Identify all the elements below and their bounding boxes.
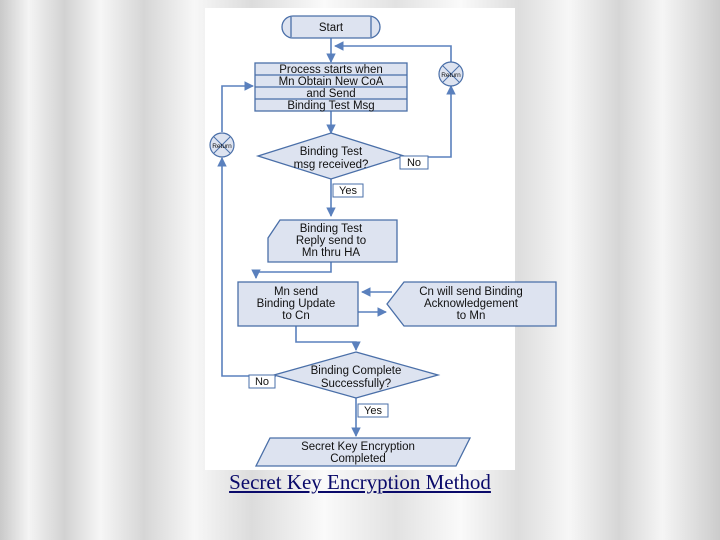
connector-no-return-right — [402, 85, 456, 158]
cn-ack-line-3: to Mn — [457, 310, 486, 322]
return-circle-right: Return — [438, 61, 464, 87]
slide-title: Secret Key Encryption Method — [229, 470, 491, 494]
connector-return-left-process — [221, 81, 254, 132]
mn-send-line-2: Binding Update — [257, 298, 336, 310]
process-start-text: Process starts when Mn Obtain New CoA an… — [279, 64, 384, 112]
cn-ack-line-2: Acknowledgement — [424, 298, 519, 310]
process-start-box — [254, 62, 408, 112]
connector-return-right-process — [334, 41, 452, 62]
connector-mnsend-decision2 — [295, 326, 361, 351]
cn-ack-line-1: Cn will send Binding — [419, 286, 523, 298]
reply-via-ha-box — [267, 219, 398, 263]
mn-send-line-3: to Cn — [282, 310, 310, 322]
decision1-line-1: Binding Test — [300, 146, 363, 158]
reply-line-3: Mn thru HA — [302, 247, 360, 259]
no-badge-2 — [248, 374, 276, 389]
no-label-2: No — [255, 376, 269, 388]
end-box — [254, 437, 472, 467]
yes-badge-1 — [332, 183, 364, 198]
process-line-4: Binding Test Msg — [287, 100, 374, 112]
decision1-line-2: msg received? — [294, 159, 369, 171]
end-line-1: Secret Key Encryption — [301, 441, 415, 453]
connector-no-return-left — [217, 157, 276, 377]
start-label: Start — [319, 22, 344, 34]
mn-send-update-box — [237, 281, 359, 327]
end-line-2: Completed — [330, 453, 386, 465]
no-badge-1 — [399, 155, 429, 170]
decision-binding-received — [255, 132, 407, 180]
return-circle-left: Return — [209, 132, 235, 158]
decision2-line-1: Binding Complete — [311, 365, 402, 377]
yes-label-2: Yes — [364, 405, 382, 417]
process-line-1: Process starts when — [279, 64, 383, 76]
return-label-left: Return — [212, 143, 232, 150]
return-label-right: Return — [441, 72, 461, 79]
yes-label-1: Yes — [339, 185, 357, 197]
no-label-1: No — [407, 157, 421, 169]
cn-send-ack-box — [386, 281, 557, 327]
yes-badge-2 — [357, 403, 389, 418]
reply-line-1: Binding Test — [300, 223, 363, 235]
decision2-line-2: Successfully? — [321, 378, 391, 390]
decision-binding-complete — [271, 351, 441, 399]
reply-line-2: Reply send to — [296, 235, 366, 247]
start-terminator — [281, 15, 381, 39]
process-line-2: Mn Obtain New CoA — [279, 76, 384, 88]
connector-reply-mnsend — [251, 262, 332, 279]
process-line-3: and Send — [306, 88, 355, 100]
mn-send-line-1: Mn send — [274, 286, 318, 298]
